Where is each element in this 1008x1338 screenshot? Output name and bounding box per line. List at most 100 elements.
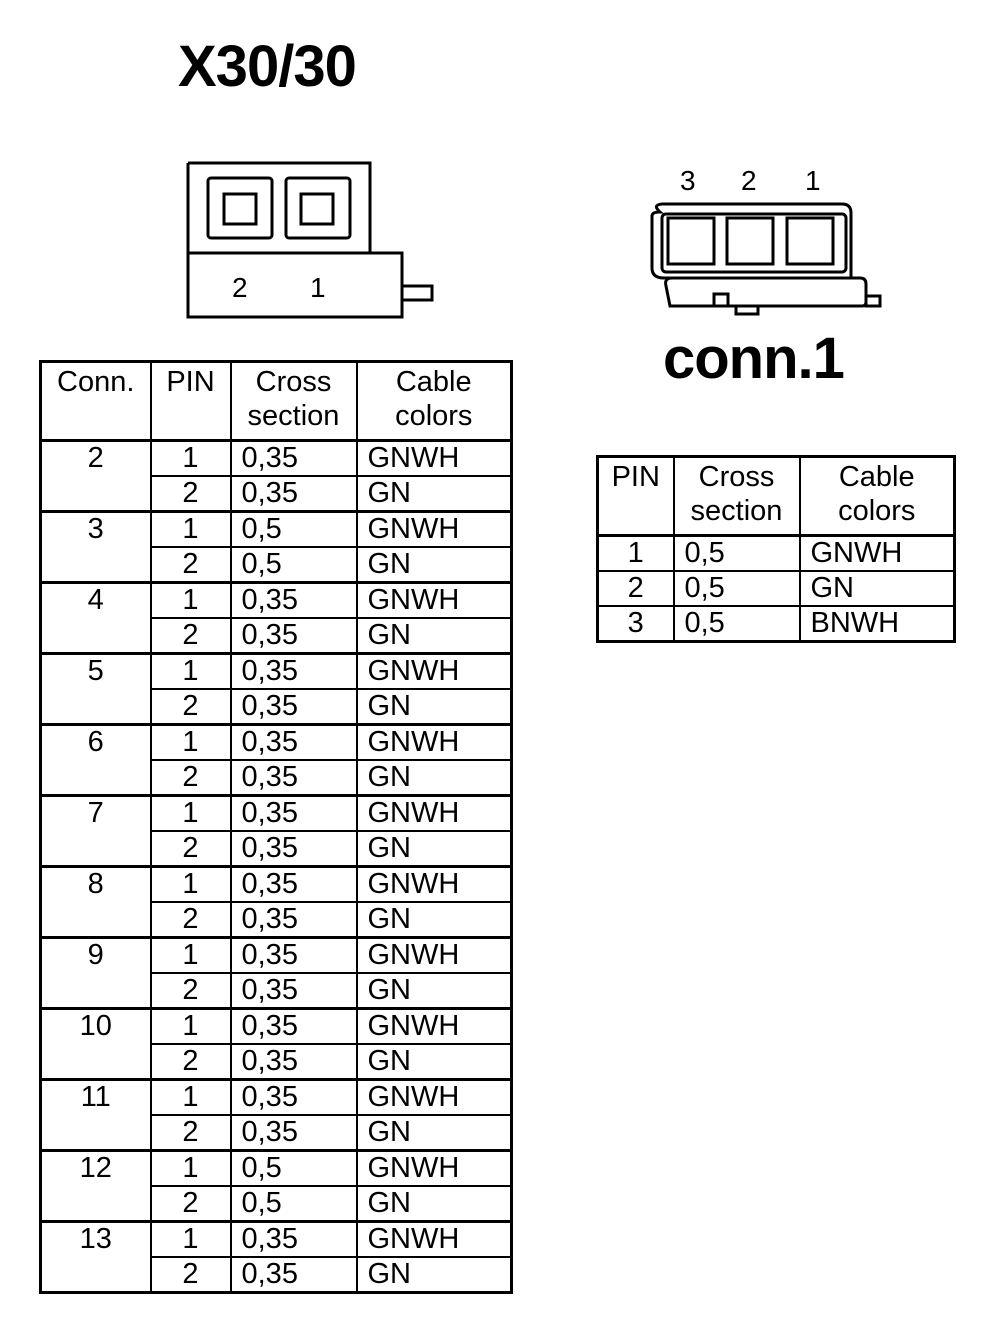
cross-section-cell: 0,5 [229, 1149, 358, 1187]
conn1-title: conn.1 [663, 326, 845, 391]
header-pin: PIN [596, 455, 675, 537]
cable-color-cell: GN [355, 830, 513, 868]
cable-color-cell: GN [355, 688, 513, 726]
pin-cell: 2 [149, 617, 232, 655]
cable-color-cell: GN [355, 475, 513, 513]
pin-cell: 1 [149, 1149, 232, 1187]
cable-color-cell: GNWH [355, 865, 513, 903]
cross-section-cell: 0,35 [229, 1078, 358, 1116]
cross-section-cell: 0,35 [229, 1256, 358, 1294]
conn-cell: 12 [39, 1149, 152, 1223]
pin-cell: 2 [149, 830, 232, 868]
cross-section-cell: 0,35 [229, 617, 358, 655]
conn1-pin-cavity-2 [725, 216, 775, 266]
conn1-pin-label-3: 3 [680, 165, 696, 196]
conn-cell: 3 [39, 510, 152, 584]
cable-color-cell: GN [355, 546, 513, 584]
pin-cell: 1 [149, 723, 232, 761]
conn-cell: 11 [39, 1078, 152, 1152]
header-conn: Conn. [39, 360, 152, 442]
pin-cell: 1 [149, 794, 232, 832]
cable-color-cell: GN [355, 901, 513, 939]
conn1-pin-label-2: 2 [741, 165, 757, 196]
cable-color-cell: GNWH [355, 936, 513, 974]
cable-color-cell: GNWH [355, 439, 513, 477]
cross-section-cell: 0,35 [229, 794, 358, 832]
cross-section-cell: 0,35 [229, 439, 358, 477]
pin-cell: 2 [149, 1114, 232, 1152]
pin-cell: 1 [149, 652, 232, 690]
cable-color-cell: GN [355, 759, 513, 797]
cross-section-cell: 0,35 [229, 830, 358, 868]
conn1-side-tab [864, 294, 882, 308]
cross-section-cell: 0,5 [672, 534, 801, 572]
cross-section-cell: 0,35 [229, 688, 358, 726]
cross-section-cell: 0,35 [229, 759, 358, 797]
pin-cell: 2 [596, 570, 675, 607]
x30-connector-diagram: 2 1 [186, 161, 434, 319]
cross-section-cell: 0,35 [229, 1220, 358, 1258]
cable-color-cell: GNWH [355, 1220, 513, 1258]
conn1-pin-label-1: 1 [805, 165, 821, 196]
conn-cell: 7 [39, 794, 152, 868]
pin-cell: 1 [149, 936, 232, 974]
conn1-pin-cavity-1 [785, 216, 835, 266]
cable-color-cell: GN [355, 1043, 513, 1081]
cross-section-cell: 0,5 [229, 510, 358, 548]
conn-cell: 10 [39, 1007, 152, 1081]
x30-title: X30/30 [178, 34, 357, 99]
cable-color-cell: GNWH [355, 1149, 513, 1187]
conn-cell: 2 [39, 439, 152, 513]
pin-cell: 2 [149, 901, 232, 939]
x30-pin-label-2: 2 [232, 272, 248, 303]
cable-color-cell: GNWH [355, 510, 513, 548]
conn-cell: 9 [39, 936, 152, 1010]
pin-cell: 1 [149, 439, 232, 477]
cross-section-cell: 0,35 [229, 1114, 358, 1152]
pin-cell: 1 [149, 510, 232, 548]
conn-cell: 5 [39, 652, 152, 726]
x30-pin-cavity-2 [206, 176, 274, 240]
conn1-pin-cavity-3 [666, 216, 716, 266]
pin-cell: 1 [149, 1078, 232, 1116]
cross-section-cell: 0,35 [229, 1007, 358, 1045]
cable-color-cell: BNWH [798, 605, 956, 643]
pin-cell: 2 [149, 475, 232, 513]
cable-color-cell: GNWH [355, 1078, 513, 1116]
conn1-latch-rail [664, 276, 868, 308]
conn-cell: 4 [39, 581, 152, 655]
cross-section-cell: 0,35 [229, 865, 358, 903]
cable-color-cell: GN [798, 570, 956, 607]
x30-latch-tab [400, 284, 434, 302]
pin-cell: 1 [149, 581, 232, 619]
pin-cell: 2 [149, 1043, 232, 1081]
cross-section-cell: 0,35 [229, 581, 358, 619]
cross-section-cell: 0,35 [229, 972, 358, 1010]
pin-cell: 1 [149, 865, 232, 903]
x30-housing-outline [186, 161, 404, 319]
